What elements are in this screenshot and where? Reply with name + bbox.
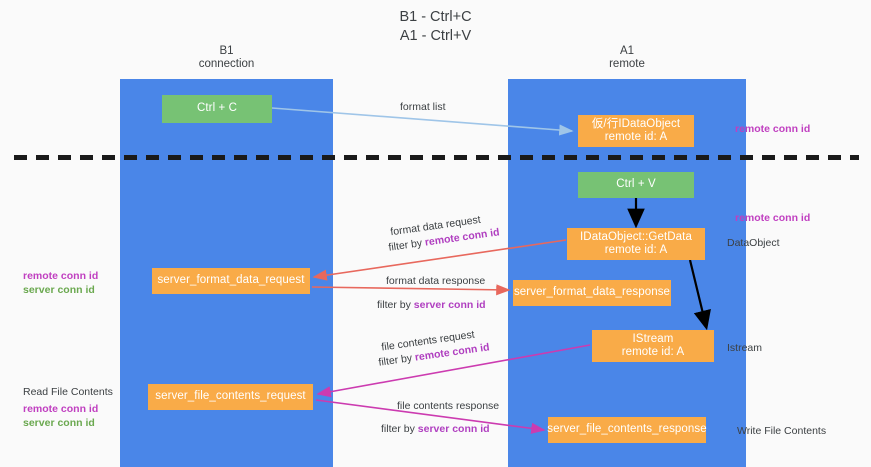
boundary-divider (14, 155, 859, 160)
annotation-right-write-file-contents: Write File Contents (737, 425, 827, 437)
edge-label-format-data-response: format data response (386, 275, 486, 287)
filter-key-server-conn-id: server conn id (417, 423, 490, 435)
box-istream[interactable]: IStream remote id: A (592, 330, 714, 362)
edge-label-file-contents-response-filter: filter by server conn id (381, 422, 490, 436)
edge-label-format-list: format list (400, 101, 446, 113)
annotation-left-server-conn-id: server conn id (23, 284, 95, 296)
arrow-format-list (271, 107, 574, 136)
annotation-right-istream: Istream (727, 342, 763, 354)
annotation-right-remote-conn-id-top: remote conn id (735, 123, 811, 135)
annotation-left-server-conn-id-2: server conn id (23, 417, 95, 429)
edge-label-file-contents-response: file contents response (397, 400, 500, 412)
edge-label-format-data-response-filter: filter by server conn id (377, 298, 486, 312)
arrow-getdata-istream (688, 259, 711, 331)
arrow-format-data-response (311, 284, 511, 296)
box-ctrl-v[interactable]: Ctrl + V (578, 172, 694, 198)
column-header-b1: B1 connection (198, 45, 255, 70)
box-server-file-contents-response[interactable]: server_file_contents_response (547, 417, 707, 443)
column-header-a1: A1 remote (609, 45, 645, 70)
box-idataobject-getdata[interactable]: IDataObject::GetData remote id: A (567, 228, 705, 260)
box-idataobject[interactable]: 仮/行IDataObject remote id: A (578, 115, 694, 147)
annotation-right-dataobject: DataObject (727, 237, 780, 249)
arrow-file-contents-response (315, 399, 546, 434)
annotation-left-remote-conn-id-2: remote conn id (23, 403, 99, 415)
arrow-file-contents-request (316, 344, 591, 398)
box-server-file-contents-request[interactable]: server_file_contents_request (148, 384, 313, 410)
annotation-left-read-file-contents: Read File Contents (23, 386, 113, 398)
box-ctrl-c[interactable]: Ctrl + C (162, 95, 272, 123)
filter-key-server-conn-id: server conn id (413, 299, 486, 311)
annotation-left-remote-conn-id: remote conn id (23, 270, 99, 282)
filter-prefix: filter by (377, 299, 414, 311)
box-server-format-data-request[interactable]: server_format_data_request (152, 268, 310, 294)
filter-prefix: filter by (381, 423, 418, 435)
annotation-right-remote-conn-id-mid: remote conn id (735, 212, 811, 224)
arrow-format-data-request (312, 239, 567, 281)
diagram-title: B1 - Ctrl+C A1 - Ctrl+V (399, 9, 472, 44)
box-server-format-data-response[interactable]: server_format_data_response (513, 280, 671, 306)
